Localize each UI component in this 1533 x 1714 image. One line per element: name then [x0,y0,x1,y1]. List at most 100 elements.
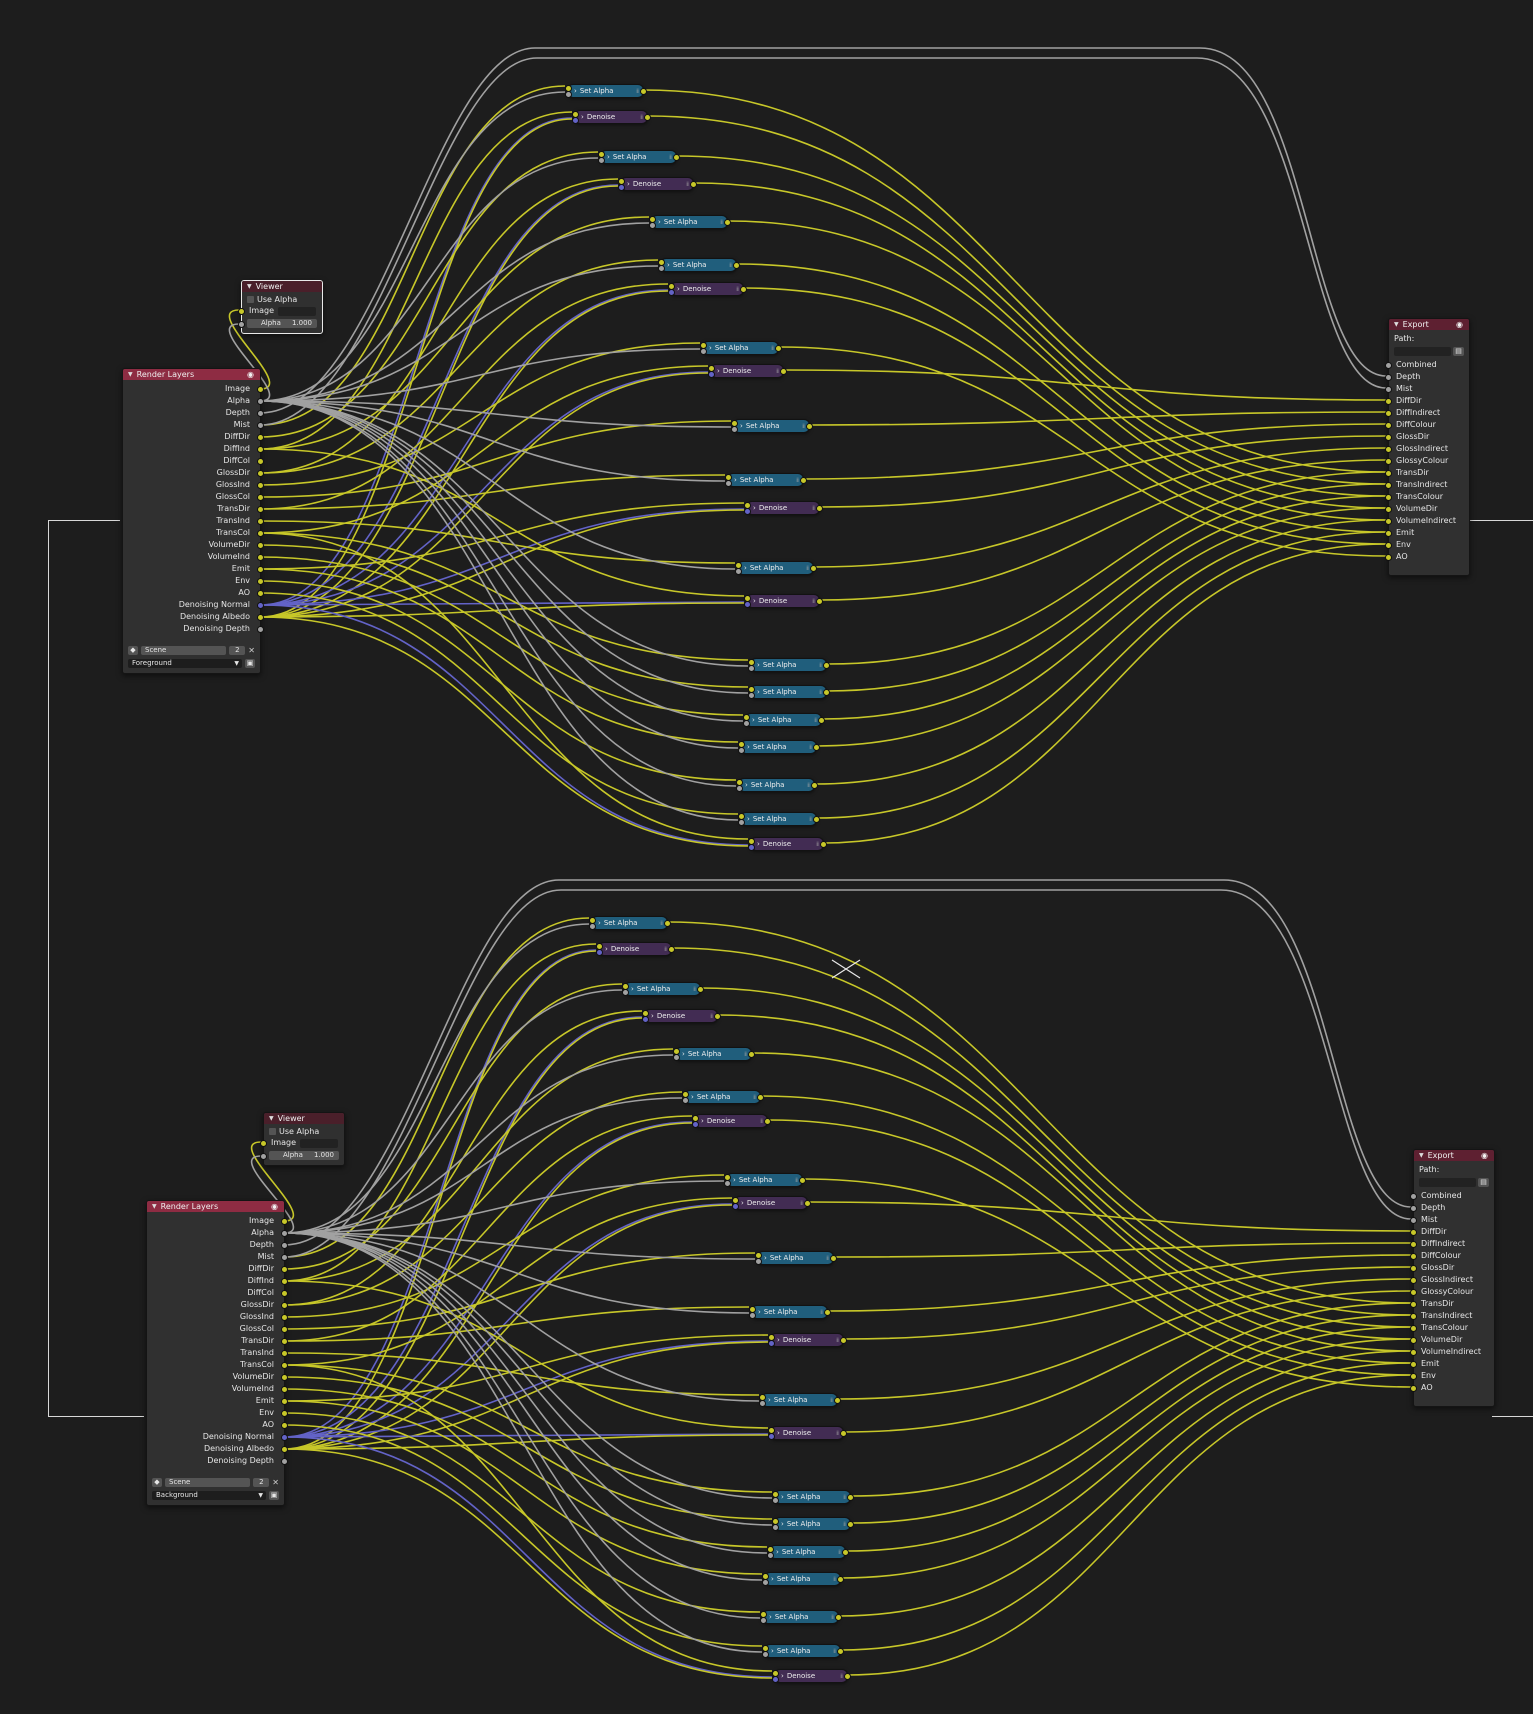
drag-handle-icon[interactable]: ⁞⁞ [826,1254,829,1262]
output-socket-image[interactable] [757,1094,764,1101]
output-socket-image[interactable] [697,986,704,993]
input-socket-normal[interactable] [732,1203,739,1210]
socket-dot[interactable] [257,614,264,621]
expand-chevron-icon[interactable]: › [574,87,577,95]
output-socket-transdir[interactable]: TransDir [123,503,264,515]
drag-handle-icon[interactable]: ⁞⁞ [720,218,723,226]
expand-chevron-icon[interactable]: › [709,344,712,352]
input-socket-transindirect[interactable]: TransIndirect [1410,1310,1494,1322]
drag-handle-icon[interactable]: ⁞⁞ [809,743,812,751]
input-socket-alpha[interactable] [622,989,629,996]
output-socket-depth[interactable]: Depth [123,407,264,419]
output-socket-denoising-normal[interactable]: Denoising Normal [147,1431,288,1443]
expand-chevron-icon[interactable]: › [631,985,634,993]
input-socket-diffindirect[interactable]: DiffIndirect [1410,1238,1494,1250]
output-socket-transcol[interactable]: TransCol [123,527,264,539]
expand-chevron-icon[interactable]: › [717,367,720,375]
input-socket-alpha[interactable] [759,1400,766,1407]
output-socket-image[interactable] [775,345,782,352]
output-socket-volumedir[interactable]: VolumeDir [147,1371,288,1383]
input-socket-emit[interactable]: Emit [1385,527,1469,539]
socket-dot[interactable] [257,530,264,537]
expand-chevron-icon[interactable]: › [740,422,743,430]
expand-chevron-icon[interactable]: › [771,1575,774,1583]
drag-handle-icon[interactable]: ⁞⁞ [729,261,732,269]
input-socket-alpha[interactable] [738,819,745,826]
expand-chevron-icon[interactable]: › [733,1176,736,1184]
drag-handle-icon[interactable]: ⁞⁞ [806,564,809,572]
input-socket-alpha[interactable] [658,265,665,272]
expand-chevron-icon[interactable]: › [627,180,630,188]
expand-chevron-icon[interactable]: › [757,840,760,848]
viewer-header[interactable]: ▼Viewer [242,281,322,292]
input-socket-depth[interactable]: Depth [1385,371,1469,383]
expand-chevron-icon[interactable]: › [581,113,584,121]
set-alpha-node[interactable]: ›Set Alpha⁞⁞ [755,1251,837,1265]
eye-icon[interactable]: ◉ [271,1202,278,1211]
socket-dot[interactable] [257,602,264,609]
socket-dot[interactable] [238,321,245,328]
output-socket-ao[interactable]: AO [147,1419,288,1431]
input-socket-glossdir[interactable]: GlossDir [1385,431,1469,443]
socket-dot[interactable] [281,1230,288,1237]
drag-handle-icon[interactable]: ⁞⁞ [819,661,822,669]
denoise-node[interactable]: ›Denoise⁞⁞ [572,110,651,124]
set-alpha-node[interactable]: ›Set Alpha⁞⁞ [736,778,818,792]
socket-dot[interactable] [1410,1241,1417,1248]
render-layers-header[interactable]: ▼Render Layers◉ [123,369,260,380]
checkbox[interactable] [269,1128,276,1135]
output-socket-image[interactable] [830,1255,837,1262]
output-socket-volumeind[interactable]: VolumeInd [147,1383,288,1395]
output-socket-image[interactable] [842,1549,849,1556]
socket-dot[interactable] [1410,1325,1417,1332]
output-socket-diffind[interactable]: DiffInd [123,443,264,455]
output-socket-transind[interactable]: TransInd [123,515,264,527]
expand-chevron-icon[interactable]: › [781,1520,784,1528]
set-alpha-node[interactable]: ›Set Alpha⁞⁞ [738,812,820,826]
input-socket-normal[interactable] [744,508,751,515]
denoise-node[interactable]: ›Denoise⁞⁞ [768,1333,847,1347]
socket-dot[interactable] [1385,434,1392,441]
drag-handle-icon[interactable]: ⁞⁞ [812,597,815,605]
eye-icon[interactable]: ◉ [1481,1151,1488,1160]
set-alpha-node[interactable]: ›Set Alpha⁞⁞ [762,1644,844,1658]
output-socket-diffcol[interactable]: DiffCol [147,1287,288,1299]
export-header[interactable]: ▼Export◉ [1414,1150,1494,1161]
socket-dot[interactable] [281,1434,288,1441]
output-socket-image[interactable] [740,286,747,293]
drag-handle-icon[interactable]: ⁞⁞ [710,1012,713,1020]
set-alpha-node[interactable]: ›Set Alpha⁞⁞ [738,740,820,754]
output-socket-image[interactable] [818,717,825,724]
set-alpha-node[interactable]: ›Set Alpha⁞⁞ [735,561,817,575]
output-socket-emit[interactable]: Emit [123,563,264,575]
socket-dot[interactable] [1410,1349,1417,1356]
expand-chevron-icon[interactable]: › [776,1548,779,1556]
socket-dot[interactable] [1385,458,1392,465]
socket-dot[interactable] [257,446,264,453]
expand-chevron-icon[interactable]: › [607,153,610,161]
denoise-node[interactable]: ›Denoise⁞⁞ [768,1426,847,1440]
output-socket-env[interactable]: Env [123,575,264,587]
input-socket-diffcolour[interactable]: DiffColour [1410,1250,1494,1262]
eye-icon[interactable]: ◉ [247,370,254,379]
input-socket-ao[interactable]: AO [1385,551,1469,563]
expand-chevron-icon[interactable]: › [764,1254,767,1262]
socket-dot[interactable] [281,1278,288,1285]
socket-dot[interactable] [1385,506,1392,513]
socket-dot[interactable] [281,1398,288,1405]
input-socket-normal[interactable] [618,184,625,191]
set-alpha-node[interactable]: ›Set Alpha⁞⁞ [622,982,704,996]
socket-dot[interactable] [257,470,264,477]
output-socket-image[interactable] [816,598,823,605]
socket-dot[interactable] [281,1374,288,1381]
collapse-chevron-icon[interactable]: ▼ [247,283,252,290]
output-socket-image[interactable] [813,816,820,823]
collapse-chevron-icon[interactable]: ▼ [1419,1152,1424,1159]
input-socket-glossindirect[interactable]: GlossIndirect [1410,1274,1494,1286]
output-socket-image[interactable] [834,1397,841,1404]
drag-handle-icon[interactable]: ⁞⁞ [814,716,817,724]
socket-dot[interactable] [1410,1193,1417,1200]
output-socket-alpha[interactable]: Alpha [123,395,264,407]
socket-dot[interactable] [281,1266,288,1273]
